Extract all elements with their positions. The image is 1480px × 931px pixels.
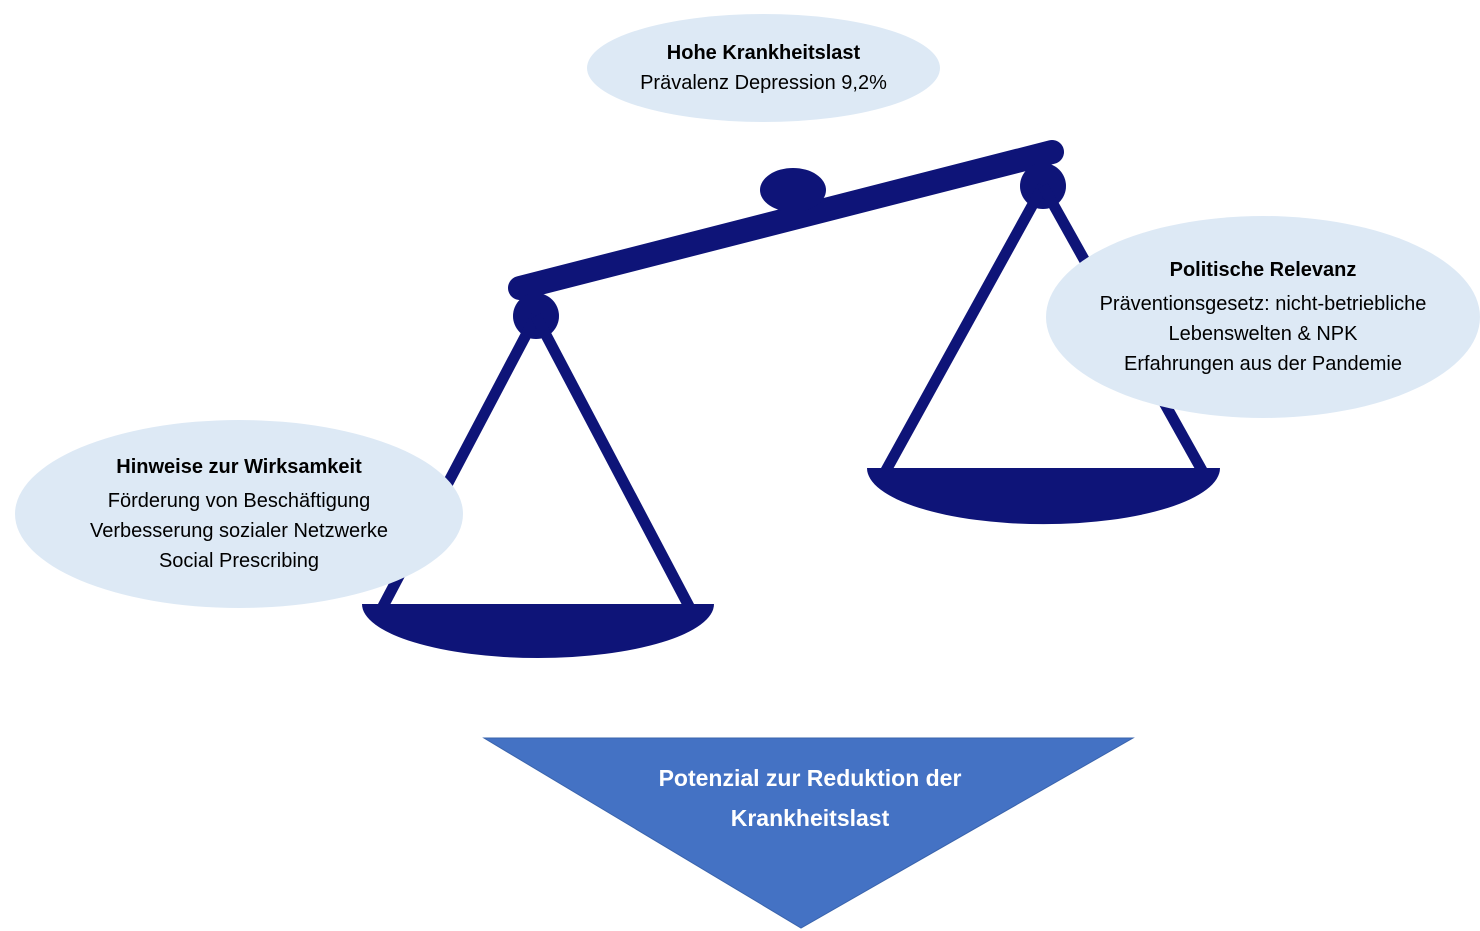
- bubble-effectiveness-line: Förderung von Beschäftigung: [107, 490, 371, 512]
- bubble-political-relevance-line: Lebenswelten & NPK: [1168, 323, 1358, 345]
- outcome-label-line: Krankheitslast: [730, 805, 890, 831]
- scale-pivot: [760, 168, 826, 212]
- bubble-political-relevance: Politische Relevanz Präventionsgesetz: n…: [1046, 216, 1480, 418]
- bubble-effectiveness-line: Verbesserung sozialer Netzwerke: [90, 520, 388, 542]
- bubble-disease-burden-line: Prävalenz Depression 9,2%: [640, 72, 887, 94]
- outcome-triangle: [482, 737, 1135, 929]
- bubble-disease-burden-title: Hohe Krankheitslast: [666, 42, 861, 64]
- right-chain-outer: [879, 183, 1048, 477]
- bubble-effectiveness-title: Hinweise zur Wirksamkeit: [116, 456, 362, 478]
- balance-scale: [362, 140, 1220, 658]
- left-chain-inner: [531, 313, 697, 615]
- bubble-disease-burden: Hohe Krankheitslast Prävalenz Depression…: [587, 14, 940, 122]
- right-pan: [867, 468, 1220, 525]
- bubble-political-relevance-title: Politische Relevanz: [1169, 259, 1357, 281]
- bubble-political-relevance-line: Präventionsgesetz: nicht-betriebliche: [1099, 293, 1427, 315]
- bubble-effectiveness-line: Social Prescribing: [158, 550, 320, 572]
- scale-beam: [508, 140, 1064, 300]
- left-pan: [362, 604, 714, 658]
- bubble-political-relevance-line: Erfahrungen aus der Pandemie: [1124, 353, 1402, 375]
- outcome-label-line: Potenzial zur Reduktion der: [658, 765, 962, 791]
- bubble-effectiveness: Hinweise zur Wirksamkeit Förderung von B…: [15, 420, 463, 608]
- outcome-label: Potenzial zur Reduktion der Krankheitsla…: [560, 758, 1060, 838]
